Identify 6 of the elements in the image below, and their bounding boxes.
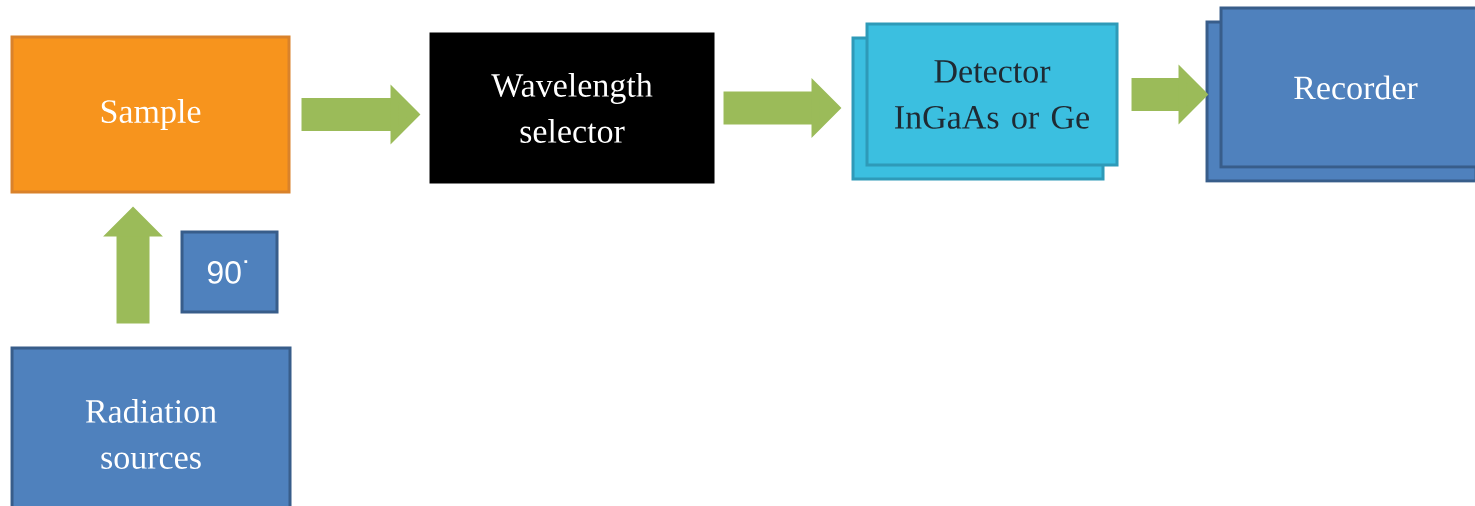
process-box: Recorder [1205,6,1475,183]
angle-box: 90˙ [180,230,279,314]
process-box: Wavelength selector [429,32,715,184]
process-box: Sample [10,35,291,194]
process-box: Radiation sources [10,346,292,506]
process-box: Detector InGaAs or Ge [851,22,1119,181]
